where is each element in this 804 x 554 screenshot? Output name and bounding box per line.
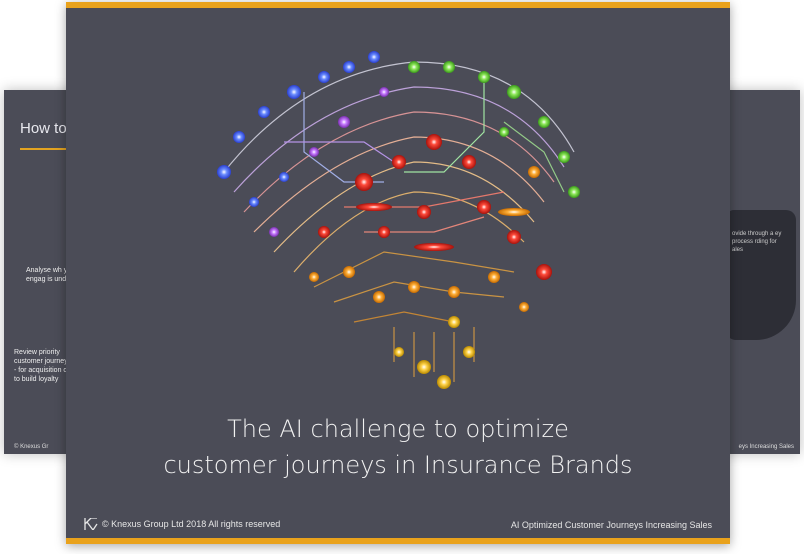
accent-bar-bottom bbox=[66, 538, 730, 544]
slide-footer-copyright: © Knexus Group Ltd 2018 All rights reser… bbox=[84, 518, 280, 530]
slide-title: How to bbox=[20, 120, 67, 137]
copyright-text: © Knexus Group Ltd 2018 All rights reser… bbox=[102, 519, 281, 529]
slide-text-review: Review priority customer journeys - for … bbox=[14, 349, 72, 383]
slide-text-analyse: Analyse wh your engag is underpe bbox=[26, 267, 81, 283]
shield-shape bbox=[726, 210, 796, 340]
slide-footer: eys Increasing Sales bbox=[738, 444, 794, 450]
slide-text-right: ovide through a ey process rding for ale… bbox=[732, 231, 782, 253]
front-slide: The AI challenge to optimize customer jo… bbox=[66, 2, 730, 544]
slide-footer-title: AI Optimized Customer Journeys Increasin… bbox=[510, 520, 712, 530]
accent-bar-top bbox=[66, 2, 730, 8]
knexus-k-logo-icon bbox=[84, 518, 98, 530]
title-underline bbox=[20, 148, 90, 150]
headline-line-1: The AI challenge to optimize bbox=[227, 415, 569, 443]
circuit-brain-icon bbox=[217, 51, 580, 389]
headline-line-2: customer journeys in Insurance Brands bbox=[163, 451, 633, 479]
slide-footer: © Knexus Gr bbox=[14, 444, 49, 450]
